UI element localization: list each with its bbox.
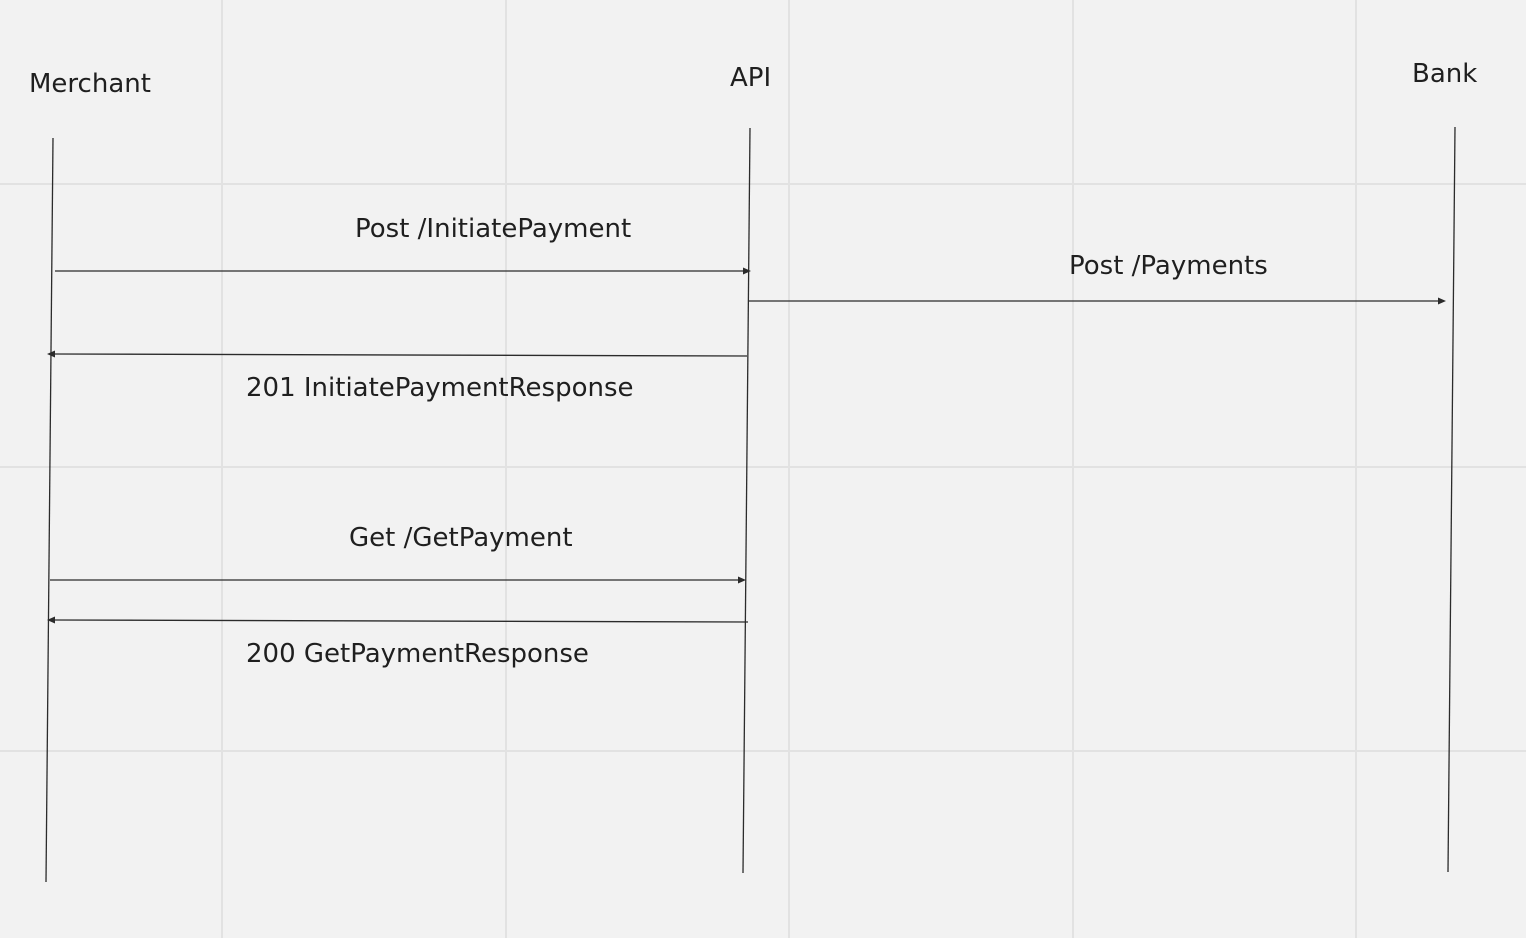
api-label: API	[730, 63, 772, 93]
get-payment-response-label: 200 GetPaymentResponse	[246, 639, 589, 669]
initiate-response-arrow[interactable]	[47, 350, 748, 358]
get-payment-response-arrow[interactable]	[47, 616, 749, 624]
grid-line	[1355, 0, 1357, 938]
get-payment-arrow[interactable]	[50, 576, 746, 584]
grid-line	[1072, 0, 1074, 938]
payments-arrow[interactable]	[749, 297, 1446, 305]
bank-label: Bank	[1412, 59, 1478, 89]
api-lifeline[interactable]	[742, 127, 751, 874]
grid-line	[0, 750, 1526, 752]
grid-line	[221, 0, 223, 938]
get-payment-label: Get /GetPayment	[349, 523, 573, 553]
grid-line	[0, 183, 1526, 185]
payments-label: Post /Payments	[1069, 251, 1268, 281]
initiate-payment-label: Post /InitiatePayment	[355, 214, 632, 244]
merchant-label: Merchant	[29, 69, 151, 99]
initiate-response-label: 201 InitiatePaymentResponse	[246, 373, 634, 403]
grid-line	[0, 466, 1526, 468]
grid-line	[505, 0, 507, 938]
initiate-payment-arrow[interactable]	[55, 267, 751, 275]
bank-lifeline[interactable]	[1447, 126, 1456, 873]
grid-line	[788, 0, 790, 938]
merchant-lifeline[interactable]	[45, 137, 54, 883]
